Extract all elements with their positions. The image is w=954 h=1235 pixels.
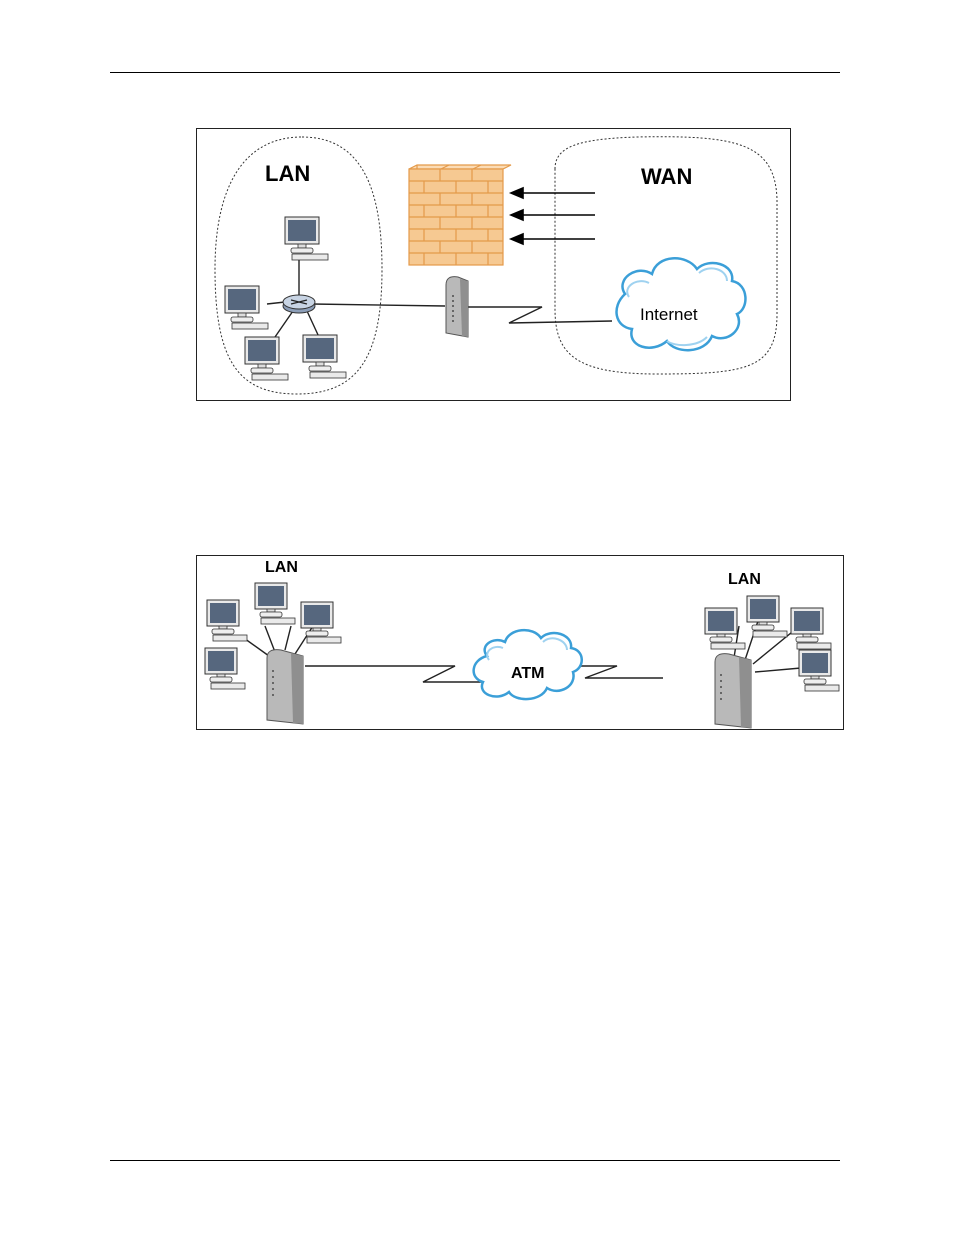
computer-icon (303, 335, 346, 378)
right-gateway-device-icon (715, 654, 751, 728)
lan-links (267, 259, 612, 337)
firewall-diagram: LAN WAN Internet (196, 128, 791, 401)
computer-icon (791, 608, 831, 649)
atm-label: ATM (511, 665, 544, 683)
footer-rule (110, 1160, 840, 1161)
computer-icon (747, 596, 787, 637)
header-rule (110, 72, 840, 73)
computer-icon (255, 583, 295, 624)
right-lan-label: LAN (728, 571, 761, 589)
firewall-brick-wall-icon (409, 165, 511, 265)
lan-label: LAN (265, 161, 310, 187)
incoming-traffic-arrows (511, 188, 595, 244)
internet-label: Internet (640, 305, 698, 325)
computer-icon (301, 602, 341, 643)
computer-icon (205, 648, 245, 689)
computer-icon (225, 286, 268, 329)
left-lan-label: LAN (265, 559, 298, 577)
gateway-device-icon (446, 277, 468, 337)
computer-icon (245, 337, 288, 380)
left-gateway-device-icon (267, 650, 303, 724)
computer-icon (285, 217, 328, 260)
switch-icon (283, 295, 315, 313)
atm-lan-to-lan-diagram: LAN LAN ATM (196, 555, 844, 730)
computer-icon (799, 650, 839, 691)
wan-label: WAN (641, 164, 692, 190)
computer-icon (207, 600, 247, 641)
